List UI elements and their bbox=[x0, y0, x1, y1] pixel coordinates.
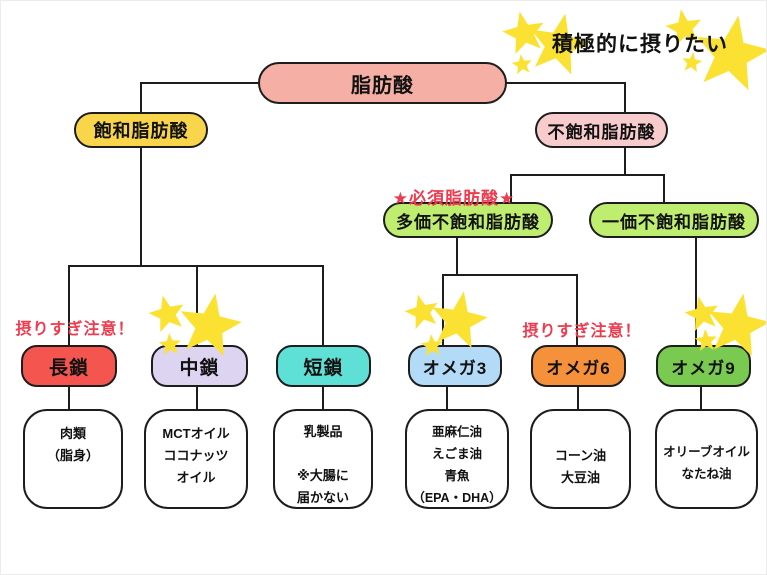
connector-line bbox=[140, 82, 142, 113]
label-caution-long-chain: 摂りすぎ注意！ bbox=[15, 321, 135, 338]
food-line: 亜麻仁油 bbox=[431, 425, 482, 439]
node-polyunsaturated: 多価不飽和脂肪酸 bbox=[383, 202, 553, 238]
star-icon bbox=[420, 334, 443, 356]
food-line: 届かない bbox=[296, 490, 349, 505]
star-icon bbox=[158, 333, 181, 355]
connector-line bbox=[141, 82, 259, 84]
connector-line bbox=[624, 82, 626, 114]
star-icon bbox=[697, 15, 766, 91]
food-box-omega3: 亜麻仁油 えごま油 青魚 （EPA・DHA） bbox=[405, 409, 509, 509]
food-line: （脂身） bbox=[46, 448, 99, 463]
connector-line bbox=[576, 274, 578, 346]
food-line: ※大腸に bbox=[297, 468, 349, 483]
star-icon bbox=[432, 291, 488, 348]
food-line: 青魚 bbox=[444, 469, 470, 483]
connector-line bbox=[663, 174, 665, 203]
food-line: えごま油 bbox=[431, 447, 482, 461]
food-line: 肉類 bbox=[59, 426, 86, 441]
food-line: オリーブオイル bbox=[663, 445, 750, 459]
node-omega6: オメガ6 bbox=[531, 345, 626, 387]
food-box-omega6: コーン油 大豆油 bbox=[530, 409, 631, 509]
connector-line bbox=[196, 265, 198, 347]
connector-line bbox=[140, 147, 142, 267]
connector-line bbox=[624, 147, 626, 176]
star-icon bbox=[531, 13, 590, 75]
food-line: MCTオイル bbox=[162, 426, 230, 441]
food-box-omega9: オリーブオイル なたね油 bbox=[655, 409, 758, 509]
node-unsaturated: 不飽和脂肪酸 bbox=[535, 112, 668, 148]
node-omega9: オメガ9 bbox=[656, 345, 751, 387]
connector-line bbox=[506, 82, 626, 84]
star-icon bbox=[404, 294, 438, 330]
food-box-medium-chain: MCTオイル ココナッツ オイル bbox=[144, 409, 248, 509]
connector-line bbox=[322, 387, 324, 409]
star-icon bbox=[665, 9, 701, 46]
node-monounsaturated: 一価不飽和脂肪酸 bbox=[589, 202, 759, 238]
node-short-chain: 短鎖 bbox=[276, 345, 371, 387]
connector-line bbox=[577, 387, 579, 409]
headline-take-actively: 積極的に摂りたい bbox=[552, 33, 728, 56]
star-icon bbox=[148, 295, 184, 333]
connector-line bbox=[456, 236, 458, 276]
star-icon bbox=[684, 296, 718, 331]
food-box-long-chain: 肉類 （脂身） bbox=[23, 409, 123, 509]
food-line: （EPA・DHA） bbox=[412, 491, 502, 505]
connector-line bbox=[510, 174, 665, 176]
connector-line bbox=[68, 265, 70, 347]
food-line: なたね油 bbox=[681, 467, 732, 481]
connector-line bbox=[442, 274, 578, 276]
label-essential-fatty-acid: ★必須脂肪酸★ bbox=[392, 189, 516, 208]
node-long-chain: 長鎖 bbox=[21, 345, 117, 387]
connector-line bbox=[700, 387, 702, 409]
connector-line bbox=[446, 387, 448, 409]
star-icon bbox=[180, 293, 242, 357]
star-icon bbox=[682, 52, 703, 73]
connector-line bbox=[68, 387, 70, 409]
star-icon bbox=[511, 54, 532, 75]
food-line: オイル bbox=[176, 470, 216, 485]
food-line: 大豆油 bbox=[560, 470, 600, 485]
connector-line bbox=[196, 387, 198, 409]
star-icon bbox=[502, 11, 544, 55]
connector-line bbox=[510, 174, 512, 203]
food-line: 乳製品 bbox=[303, 424, 343, 439]
node-fatty-acid: 脂肪酸 bbox=[258, 62, 507, 104]
food-line bbox=[275, 443, 371, 465]
food-line: ココナッツ bbox=[163, 448, 229, 463]
star-icon bbox=[694, 329, 717, 351]
food-box-short-chain: 乳製品 ※大腸に 届かない bbox=[273, 409, 373, 509]
label-caution-omega6: 摂りすぎ注意！ bbox=[522, 323, 642, 340]
connector-line bbox=[322, 265, 324, 347]
connector-line bbox=[695, 236, 697, 346]
star-icon bbox=[708, 293, 766, 357]
node-omega3: オメガ3 bbox=[408, 345, 502, 387]
node-saturated: 飽和脂肪酸 bbox=[74, 112, 208, 148]
food-line: コーン油 bbox=[554, 448, 607, 463]
